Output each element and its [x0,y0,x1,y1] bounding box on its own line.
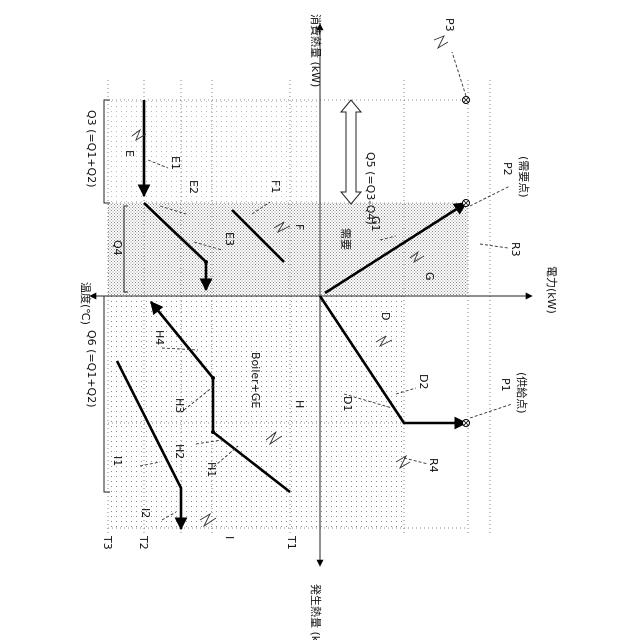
i2-label: I2 [139,508,152,518]
t1-label: T1 [285,535,298,550]
e1-label: E1 [169,156,182,170]
t3-label: T3 [101,535,114,550]
e-label: E [123,150,136,157]
demand-region-shading [108,203,468,296]
g-label: G [423,272,436,281]
r4-label: R4 [427,458,440,473]
demand-label: 需要 [339,228,352,250]
h-label: H [293,400,306,408]
boiler-ge-label: Boiler+GE [249,352,262,408]
axis-right-label: 電力(kW) [545,266,558,314]
q5-double-arrow [341,100,361,204]
p2-note: (需要点) [517,156,530,198]
axis-top-label: 消費熱量 (kW) [309,14,323,87]
r3-label: R3 [509,242,522,257]
h1-label: H1 [205,462,218,477]
d2-label: D2 [417,374,430,389]
axis-left-label: 温度(℃) [79,282,93,325]
i-label: I [223,536,236,539]
q4-label: Q4 [111,240,124,256]
f1-label: F1 [269,180,282,193]
q3-label: Q3 (=Q1+Q2) [85,110,98,187]
p1-note: (供給点) [515,372,529,414]
f-label: F [293,224,306,230]
p2-label: P2 [501,162,514,176]
d-label: D [379,312,392,320]
e2-label: E2 [187,180,200,194]
p1-label: P1 [499,378,512,392]
q6-label: Q6 (=Q1+Q2) [85,330,98,407]
g1-label: G1 [369,216,382,232]
t2-label: T2 [137,535,150,550]
upper-region-shading [108,100,320,203]
axis-bottom-label: 発生熱量 (kW) [309,584,323,640]
e3-label: E3 [223,232,236,246]
h2-label: H2 [173,444,186,459]
d1-label: D1 [341,396,354,411]
h4-label: H4 [153,330,166,345]
p3-label: P3 [443,18,456,32]
h3-label: H3 [173,398,186,413]
q5-label: Q5 (=Q3-Q4) [364,152,377,225]
i1-label: I1 [111,456,124,466]
axis-top-line1: 消費熱量 (kW) [309,14,323,87]
lower-region-shading [108,296,404,528]
